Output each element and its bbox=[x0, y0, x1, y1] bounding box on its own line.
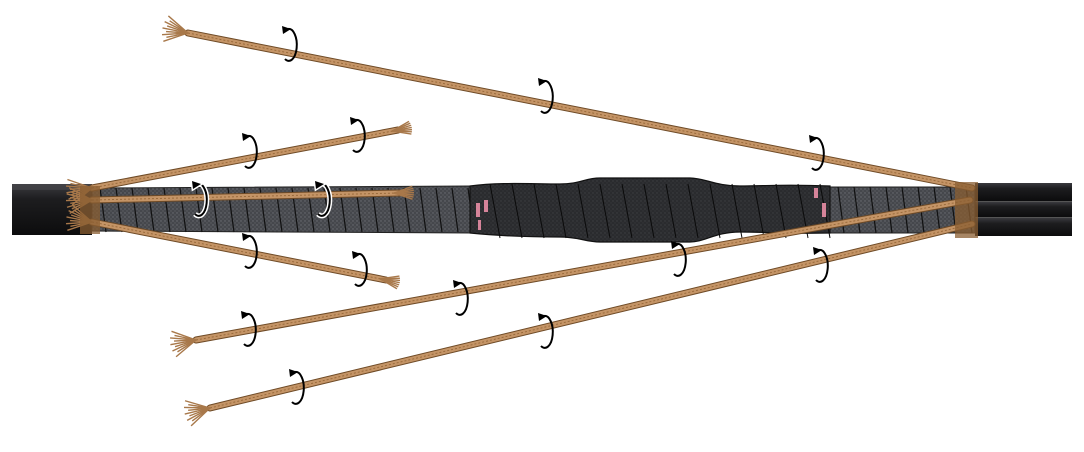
braided-wire-2 bbox=[66, 120, 413, 206]
clockwise-rotation-arrow-icon bbox=[190, 178, 210, 219]
braided-wire-6 bbox=[183, 220, 976, 427]
clockwise-rotation-arrow-icon bbox=[242, 133, 258, 169]
clockwise-rotation-arrow-icon bbox=[313, 178, 333, 219]
braided-wire-1 bbox=[162, 15, 976, 192]
clockwise-rotation-arrow-icon bbox=[352, 251, 368, 287]
clockwise-rotation-arrow-icon bbox=[453, 280, 469, 316]
braided-earth-wires bbox=[65, 15, 978, 427]
left-gathering-point bbox=[80, 186, 100, 234]
frayed-wire-end-icon bbox=[170, 330, 197, 358]
clockwise-rotation-arrow-icon bbox=[671, 241, 687, 277]
central-joint-sleeve bbox=[469, 177, 831, 243]
clockwise-rotation-arrow-icon bbox=[282, 26, 298, 62]
braided-wire-5 bbox=[170, 196, 974, 358]
clockwise-rotation-arrow-icon bbox=[350, 117, 366, 153]
right-cable-ends bbox=[975, 183, 1072, 236]
frayed-wire-end-icon bbox=[183, 400, 211, 427]
clockwise-rotation-arrow-icon bbox=[241, 311, 257, 347]
rotation-arrows bbox=[190, 26, 829, 405]
clockwise-rotation-arrow-icon bbox=[813, 247, 829, 283]
clockwise-rotation-arrow-icon bbox=[289, 369, 305, 405]
frayed-wire-end-icon bbox=[162, 15, 189, 42]
clockwise-rotation-arrow-icon bbox=[242, 233, 258, 269]
right-gathering-point bbox=[955, 182, 978, 238]
clockwise-rotation-arrow-icon bbox=[538, 78, 554, 114]
clockwise-rotation-arrow-icon bbox=[809, 135, 825, 171]
clockwise-rotation-arrow-icon bbox=[538, 313, 554, 349]
pink-markers bbox=[476, 188, 826, 230]
